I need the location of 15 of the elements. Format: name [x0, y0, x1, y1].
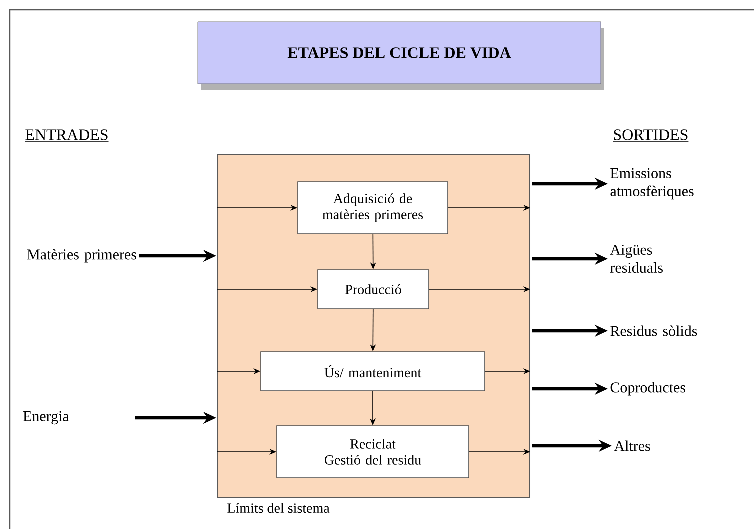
process-box: Adquisició de matèries primeres: [298, 182, 448, 234]
input-output-text: Emissions atmosfèriques: [610, 168, 694, 200]
input-output-text: Altres: [614, 440, 650, 452]
title-box: ETAPES DEL CICLE DE VIDA: [198, 22, 604, 90]
input-output-text: Energia: [23, 411, 70, 425]
input-output-text: Aigües residuals: [610, 244, 663, 274]
caption-text: Límits del sistema: [228, 503, 330, 514]
input-output-text: Matèries primeres: [27, 249, 136, 263]
section-heading: SORTIDES: [613, 130, 689, 142]
section-heading: ENTRADES: [25, 130, 109, 142]
input-output-text: Residus sòlids: [610, 326, 698, 336]
input-output-text: Coproductes: [610, 382, 686, 396]
process-box: Reciclat Gestió del residu: [276, 426, 470, 478]
process-box: Producció: [318, 270, 430, 310]
process-box: Ús/ manteniment: [260, 352, 486, 392]
